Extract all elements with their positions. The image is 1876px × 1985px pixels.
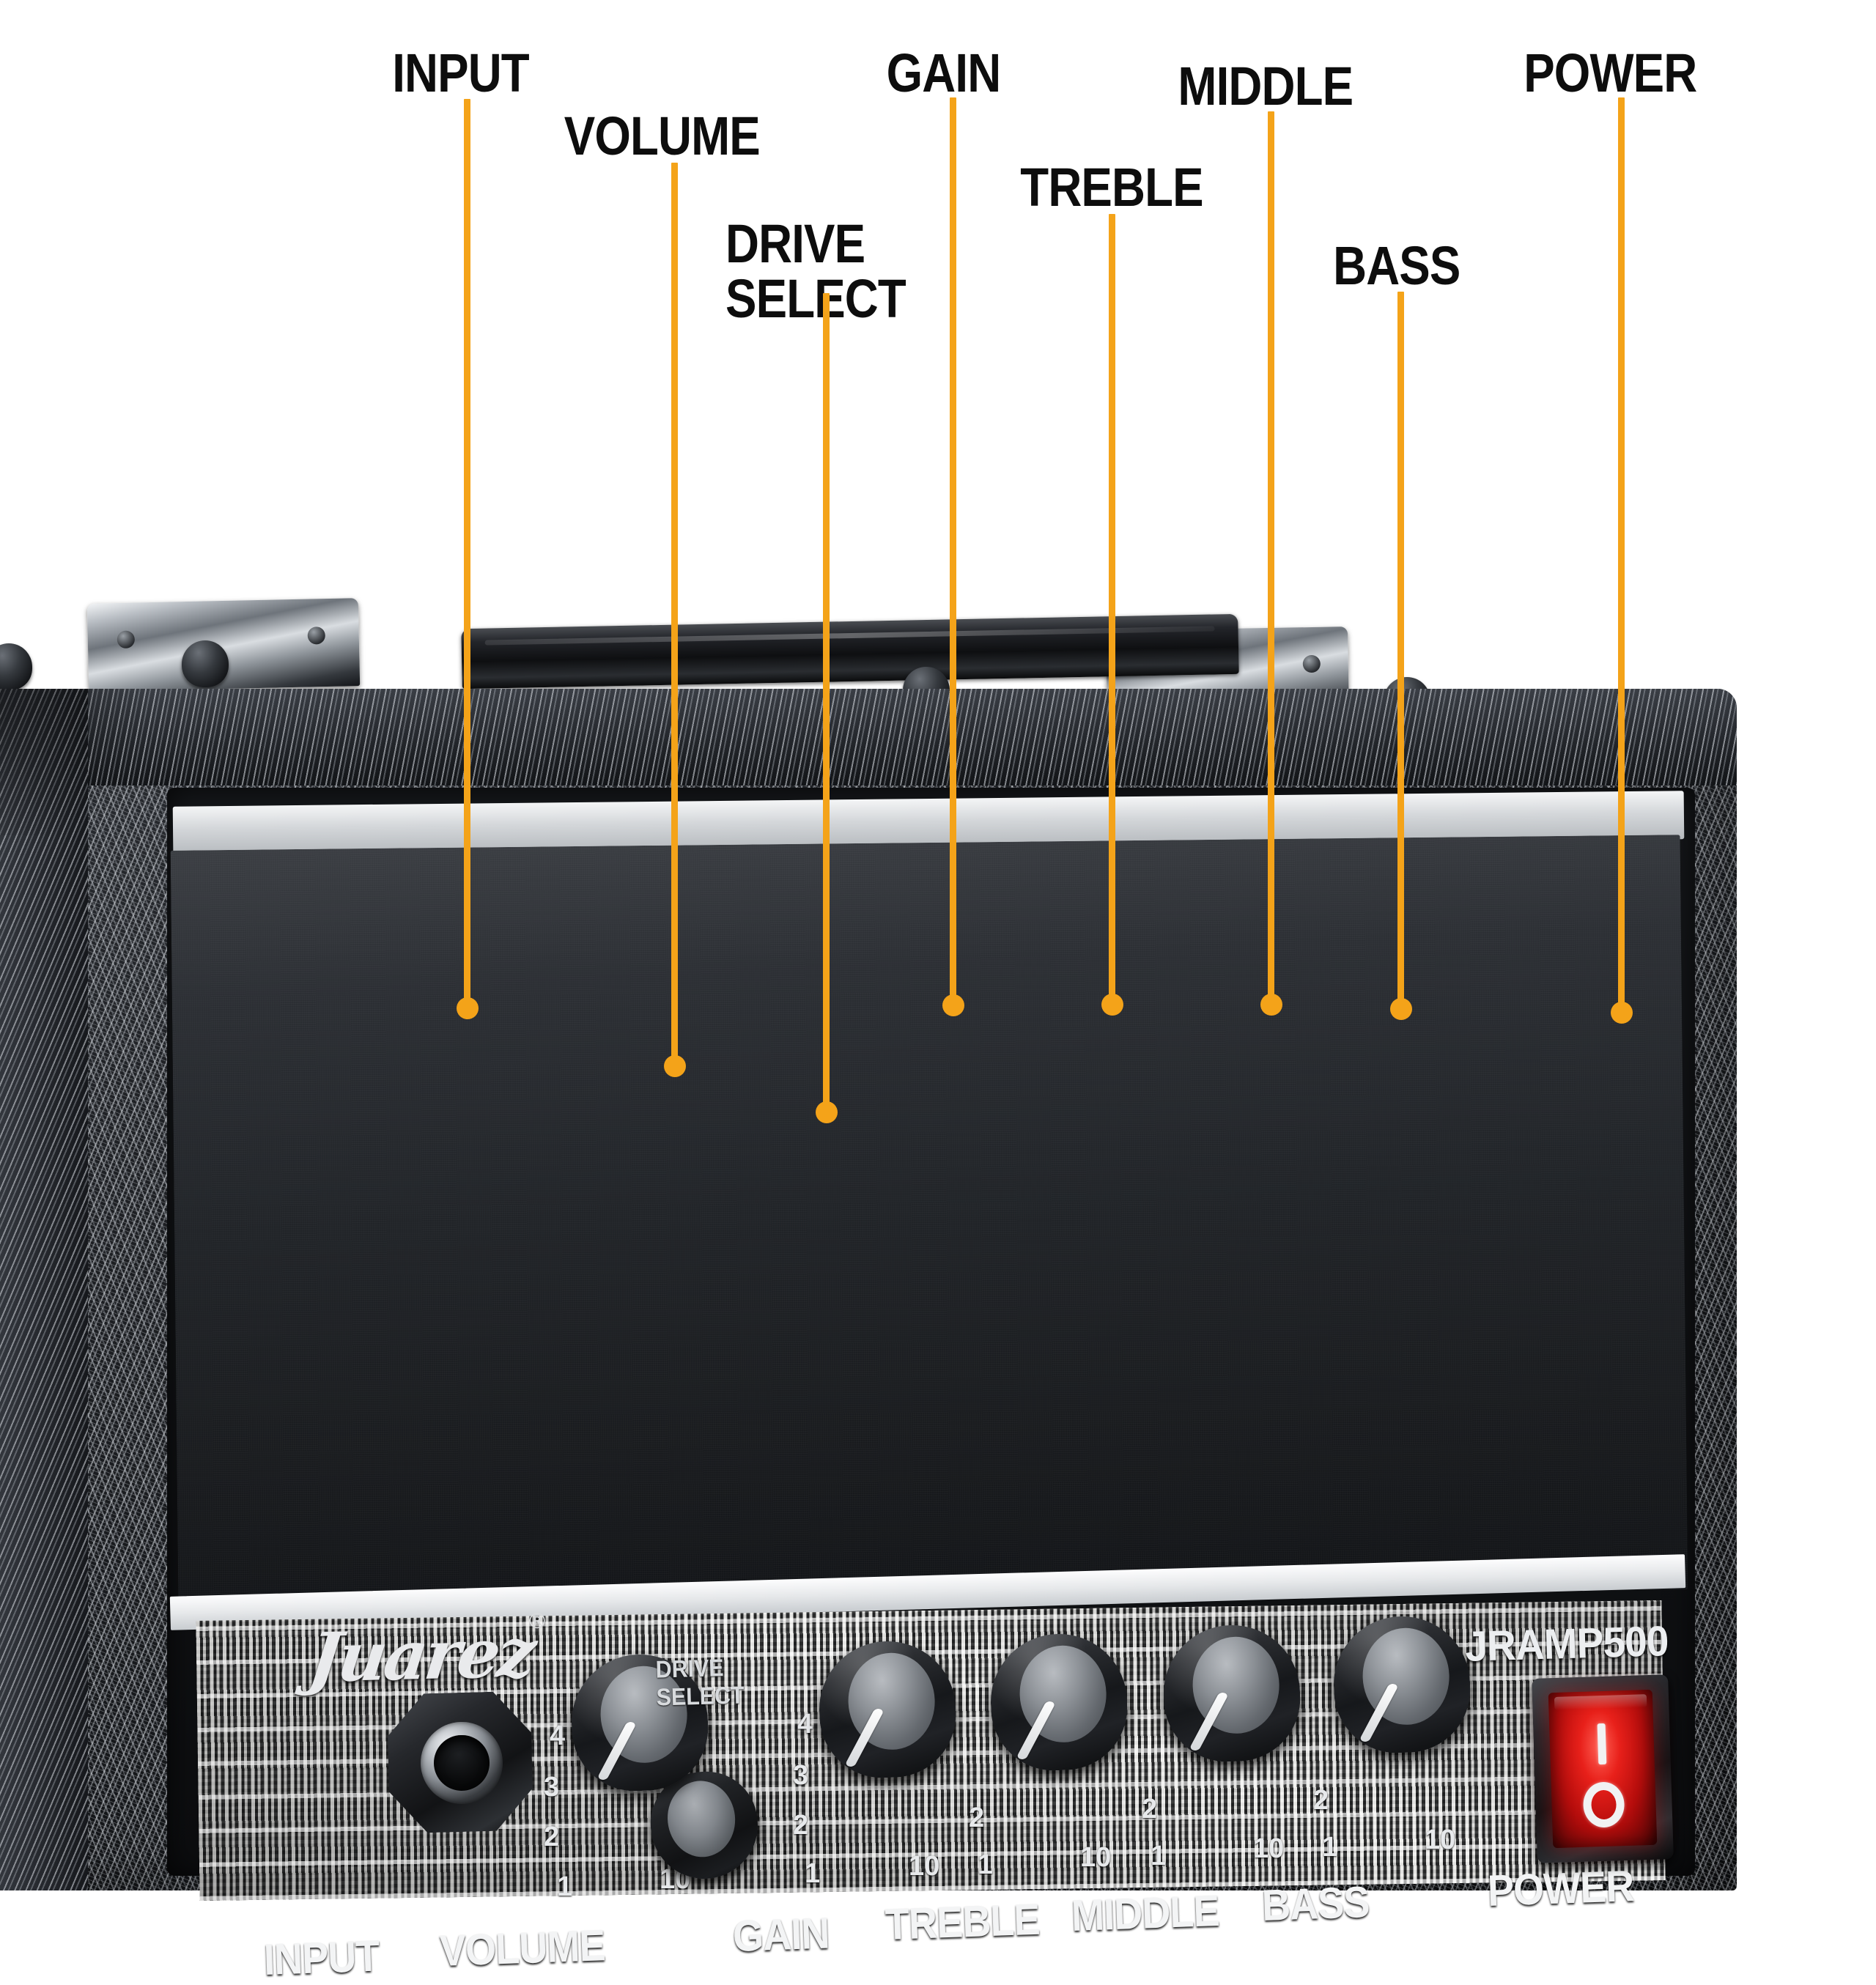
callout-label-bass: BASS xyxy=(1333,235,1460,296)
callout-label-line: POWER xyxy=(1524,42,1697,103)
volume-scale-2: 2 xyxy=(544,1822,560,1852)
registered-trademark-icon: ® xyxy=(528,1608,546,1634)
callout-leader-middle xyxy=(1268,111,1274,1008)
volume-scale-4: 4 xyxy=(550,1720,566,1751)
middle-scale-2: 2 xyxy=(1142,1794,1158,1825)
bass-scale-2: 2 xyxy=(1313,1785,1329,1816)
callout-leader-drive-select xyxy=(823,293,830,1115)
bracket-screw xyxy=(117,630,136,649)
bracket-screw xyxy=(1302,654,1321,673)
drive-select-silkscreen: DRIVE SELECT xyxy=(655,1654,745,1711)
callout-leader-volume xyxy=(671,163,678,1069)
cabinet-top-edge xyxy=(0,689,1737,786)
callout-label-line: BASS xyxy=(1333,235,1460,296)
switch-lens xyxy=(1548,1689,1658,1849)
middle-scale-1: 1 xyxy=(1151,1841,1167,1871)
cabinet-corner-stud xyxy=(0,643,32,690)
gain-scale-2: 2 xyxy=(793,1810,809,1841)
panel-label-volume: VOLUME xyxy=(438,1921,606,1975)
callout-label-input: INPUT xyxy=(392,42,529,103)
treble-knob[interactable] xyxy=(988,1631,1130,1773)
callout-label-line: GAIN xyxy=(886,42,1002,103)
bass-scale-10: 10 xyxy=(1425,1825,1456,1855)
gain-scale-3: 3 xyxy=(793,1760,809,1791)
treble-scale-1: 1 xyxy=(978,1849,994,1880)
callout-leader-input xyxy=(464,99,470,1011)
cabinet-left-edge xyxy=(0,689,88,1890)
panel-label-middle: MIDDLE xyxy=(1070,1885,1220,1940)
power-switch[interactable] xyxy=(1532,1674,1674,1863)
gain-scale-10: 10 xyxy=(909,1851,940,1882)
callout-label-line: SELECT xyxy=(725,268,906,330)
callout-label-line: INPUT xyxy=(392,42,529,103)
callout-label-line: VOLUME xyxy=(564,106,761,166)
middle-knob[interactable] xyxy=(1161,1622,1303,1764)
callout-leader-power xyxy=(1618,97,1625,1016)
callout-label-line: DRIVE xyxy=(725,213,865,274)
guitar-amplifier: Juarez ® JRAMP500 DRIVE SELECT xyxy=(0,598,1766,1984)
callout-label-line: MIDDLE xyxy=(1178,56,1354,117)
callout-leader-bass xyxy=(1397,292,1404,1012)
control-panel xyxy=(170,835,1688,1605)
screenshot-canvas: Juarez ® JRAMP500 DRIVE SELECT xyxy=(0,0,1876,1876)
input-jack[interactable] xyxy=(387,1690,534,1833)
callout-label-gain: GAIN xyxy=(886,42,1002,103)
bass-knob[interactable] xyxy=(1331,1613,1473,1756)
model-number: JRAMP500 xyxy=(1464,1617,1669,1671)
panel-label-bass: BASS xyxy=(1260,1877,1370,1930)
callout-leader-treble xyxy=(1109,214,1115,1008)
gain-knob[interactable] xyxy=(816,1638,959,1781)
gain-scale-4: 4 xyxy=(797,1709,813,1740)
callout-label-power: POWER xyxy=(1524,42,1697,103)
callout-label-middle: MIDDLE xyxy=(1178,56,1354,117)
panel-label-input: INPUT xyxy=(262,1931,380,1984)
cabinet-corner-shadow xyxy=(0,689,169,835)
panel-label-treble: TREBLE xyxy=(884,1894,1041,1949)
treble-scale-2: 2 xyxy=(969,1803,985,1833)
brand-logo: Juarez xyxy=(304,1613,538,1698)
power-on-mark-icon xyxy=(1597,1723,1607,1765)
treble-scale-10: 10 xyxy=(1080,1842,1112,1873)
bracket-screw xyxy=(307,626,326,645)
callout-leader-gain xyxy=(950,97,956,1008)
panel-label-gain: GAIN xyxy=(731,1908,830,1961)
callout-label-treble: TREBLE xyxy=(1020,160,1203,215)
callout-label-volume: VOLUME xyxy=(564,106,761,166)
panel-label-power: POWER xyxy=(1486,1861,1635,1915)
bass-scale-1: 1 xyxy=(1322,1832,1338,1863)
cabinet-corner-stud xyxy=(182,640,229,687)
volume-scale-3: 3 xyxy=(544,1772,560,1803)
power-off-mark-icon xyxy=(1582,1781,1625,1828)
volume-scale-1: 1 xyxy=(557,1871,573,1902)
middle-scale-10: 10 xyxy=(1253,1833,1285,1864)
gain-scale-1: 1 xyxy=(805,1858,821,1889)
callout-label-line: TREBLE xyxy=(1020,157,1203,218)
